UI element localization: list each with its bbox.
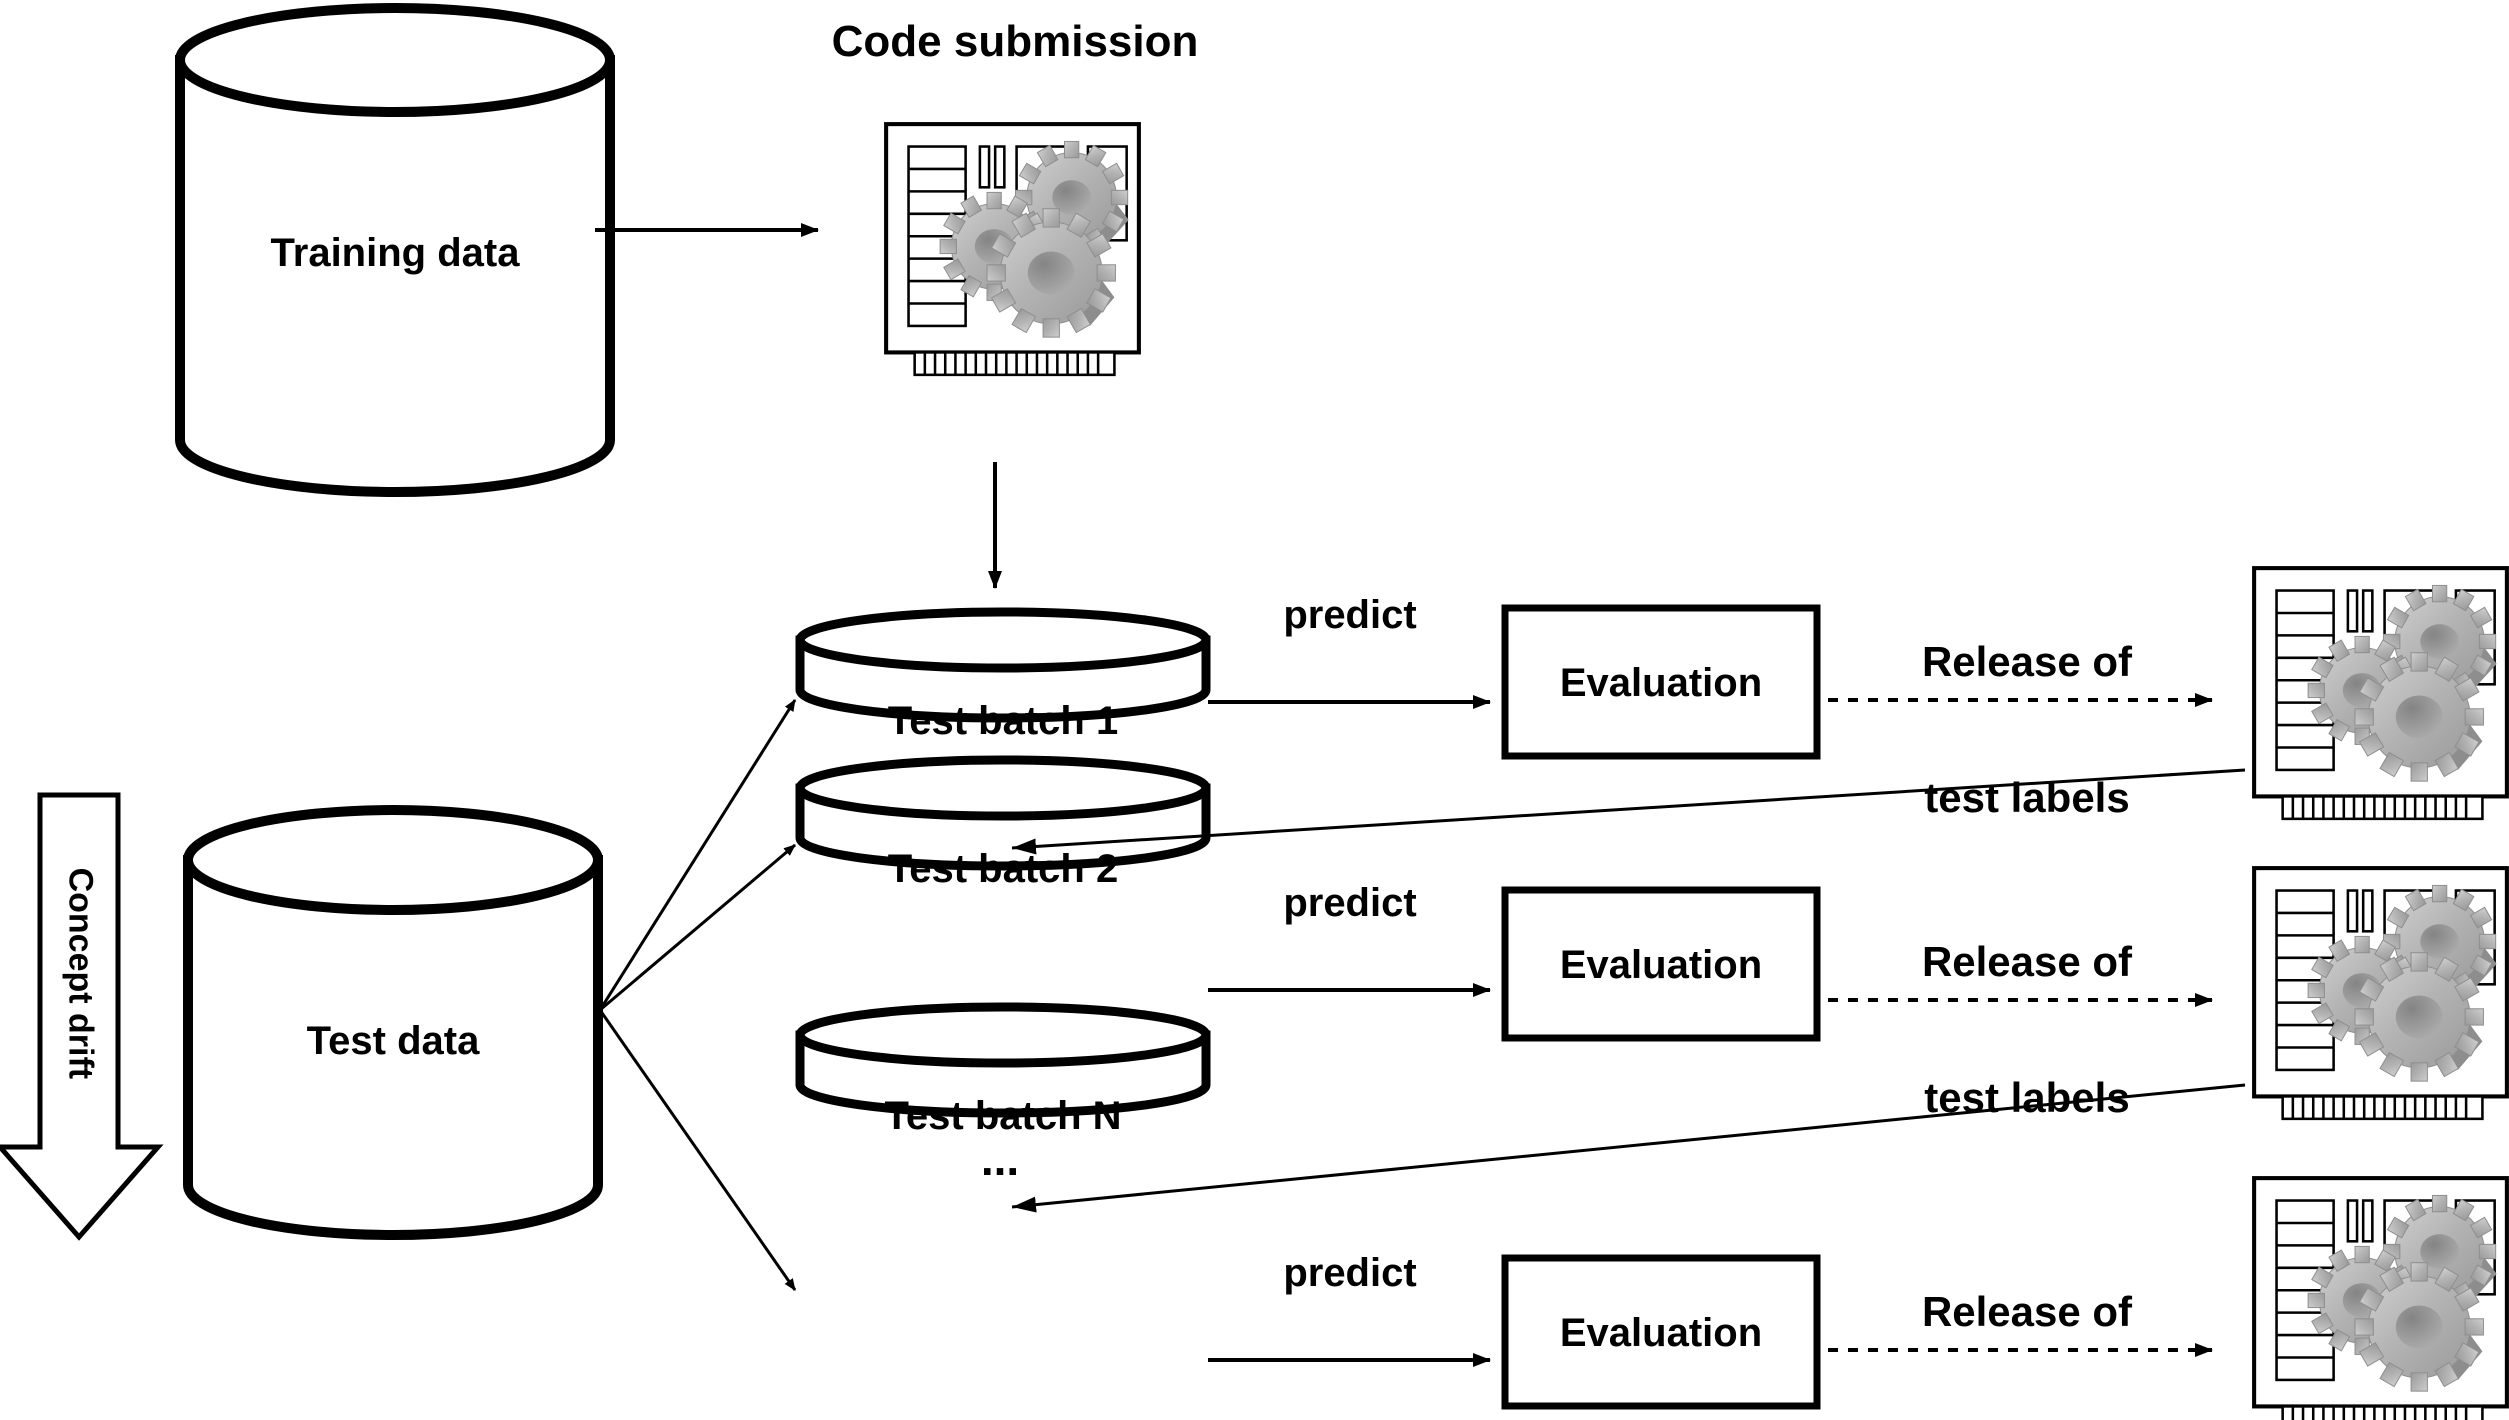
test-data-cylinder: [183, 805, 603, 1240]
arrow-testdata-to-batch2: [599, 843, 796, 1012]
code-submission-icon: [886, 124, 1139, 375]
arrow-testdata-to-batchn: [598, 1009, 797, 1291]
test-batch-n-label: Test batch N: [884, 1094, 1122, 1138]
release-labels-3-line1: Release of: [1921, 1287, 2133, 1335]
release-labels-2-line2: test labels: [1924, 1073, 2130, 1121]
test-batch-1-cylinder: [795, 607, 1211, 723]
training-data-cylinder: [175, 3, 615, 497]
code-submission-title: Code submission: [831, 17, 1199, 66]
test-data-label: Test data: [306, 1019, 480, 1063]
evaluation-label-3: Evaluation: [1559, 1311, 1763, 1355]
training-data-label: Training data: [270, 231, 520, 275]
evaluation-label-2: Evaluation: [1559, 943, 1763, 987]
release-labels-1-line1: Release of: [1921, 637, 2133, 685]
test-batch-2-cylinder: [795, 755, 1211, 871]
test-batch-n-cylinder: [795, 1002, 1211, 1118]
test-batch-2-label: Test batch 2: [887, 847, 1119, 891]
batches-ellipsis: ...: [980, 1133, 1020, 1185]
arrow-model2-to-batchn: [1011, 1083, 2246, 1213]
predict-label-1: predict: [1283, 593, 1417, 637]
release-labels-2: Release of test labels: [1862, 848, 2192, 1211]
arrow-model1-to-batch2: [1011, 768, 2246, 855]
model-icon-3: [2254, 1178, 2507, 1420]
arrow-testdata-to-batch1: [598, 699, 797, 1011]
release-labels-3: Release of test labels: [1862, 1198, 2192, 1420]
predict-label-3: predict: [1283, 1251, 1417, 1295]
predict-label-2: predict: [1283, 881, 1417, 925]
evaluation-label-1: Evaluation: [1559, 661, 1763, 705]
release-labels-2-line1: Release of: [1921, 937, 2133, 985]
evaluation-box-3: [1501, 1254, 1821, 1410]
evaluation-box-2: [1501, 886, 1821, 1042]
model-icon-2: [2254, 868, 2507, 1119]
model-icon-1: [2254, 568, 2507, 819]
concept-drift-arrow: [0, 792, 164, 1241]
release-labels-1: Release of test labels: [1862, 548, 2192, 911]
evaluation-box-1: [1501, 604, 1821, 760]
test-batch-1-label: Test batch 1: [887, 699, 1119, 743]
release-labels-1-line2: test labels: [1924, 773, 2130, 821]
concept-drift-label: Concept drift: [61, 867, 100, 1080]
